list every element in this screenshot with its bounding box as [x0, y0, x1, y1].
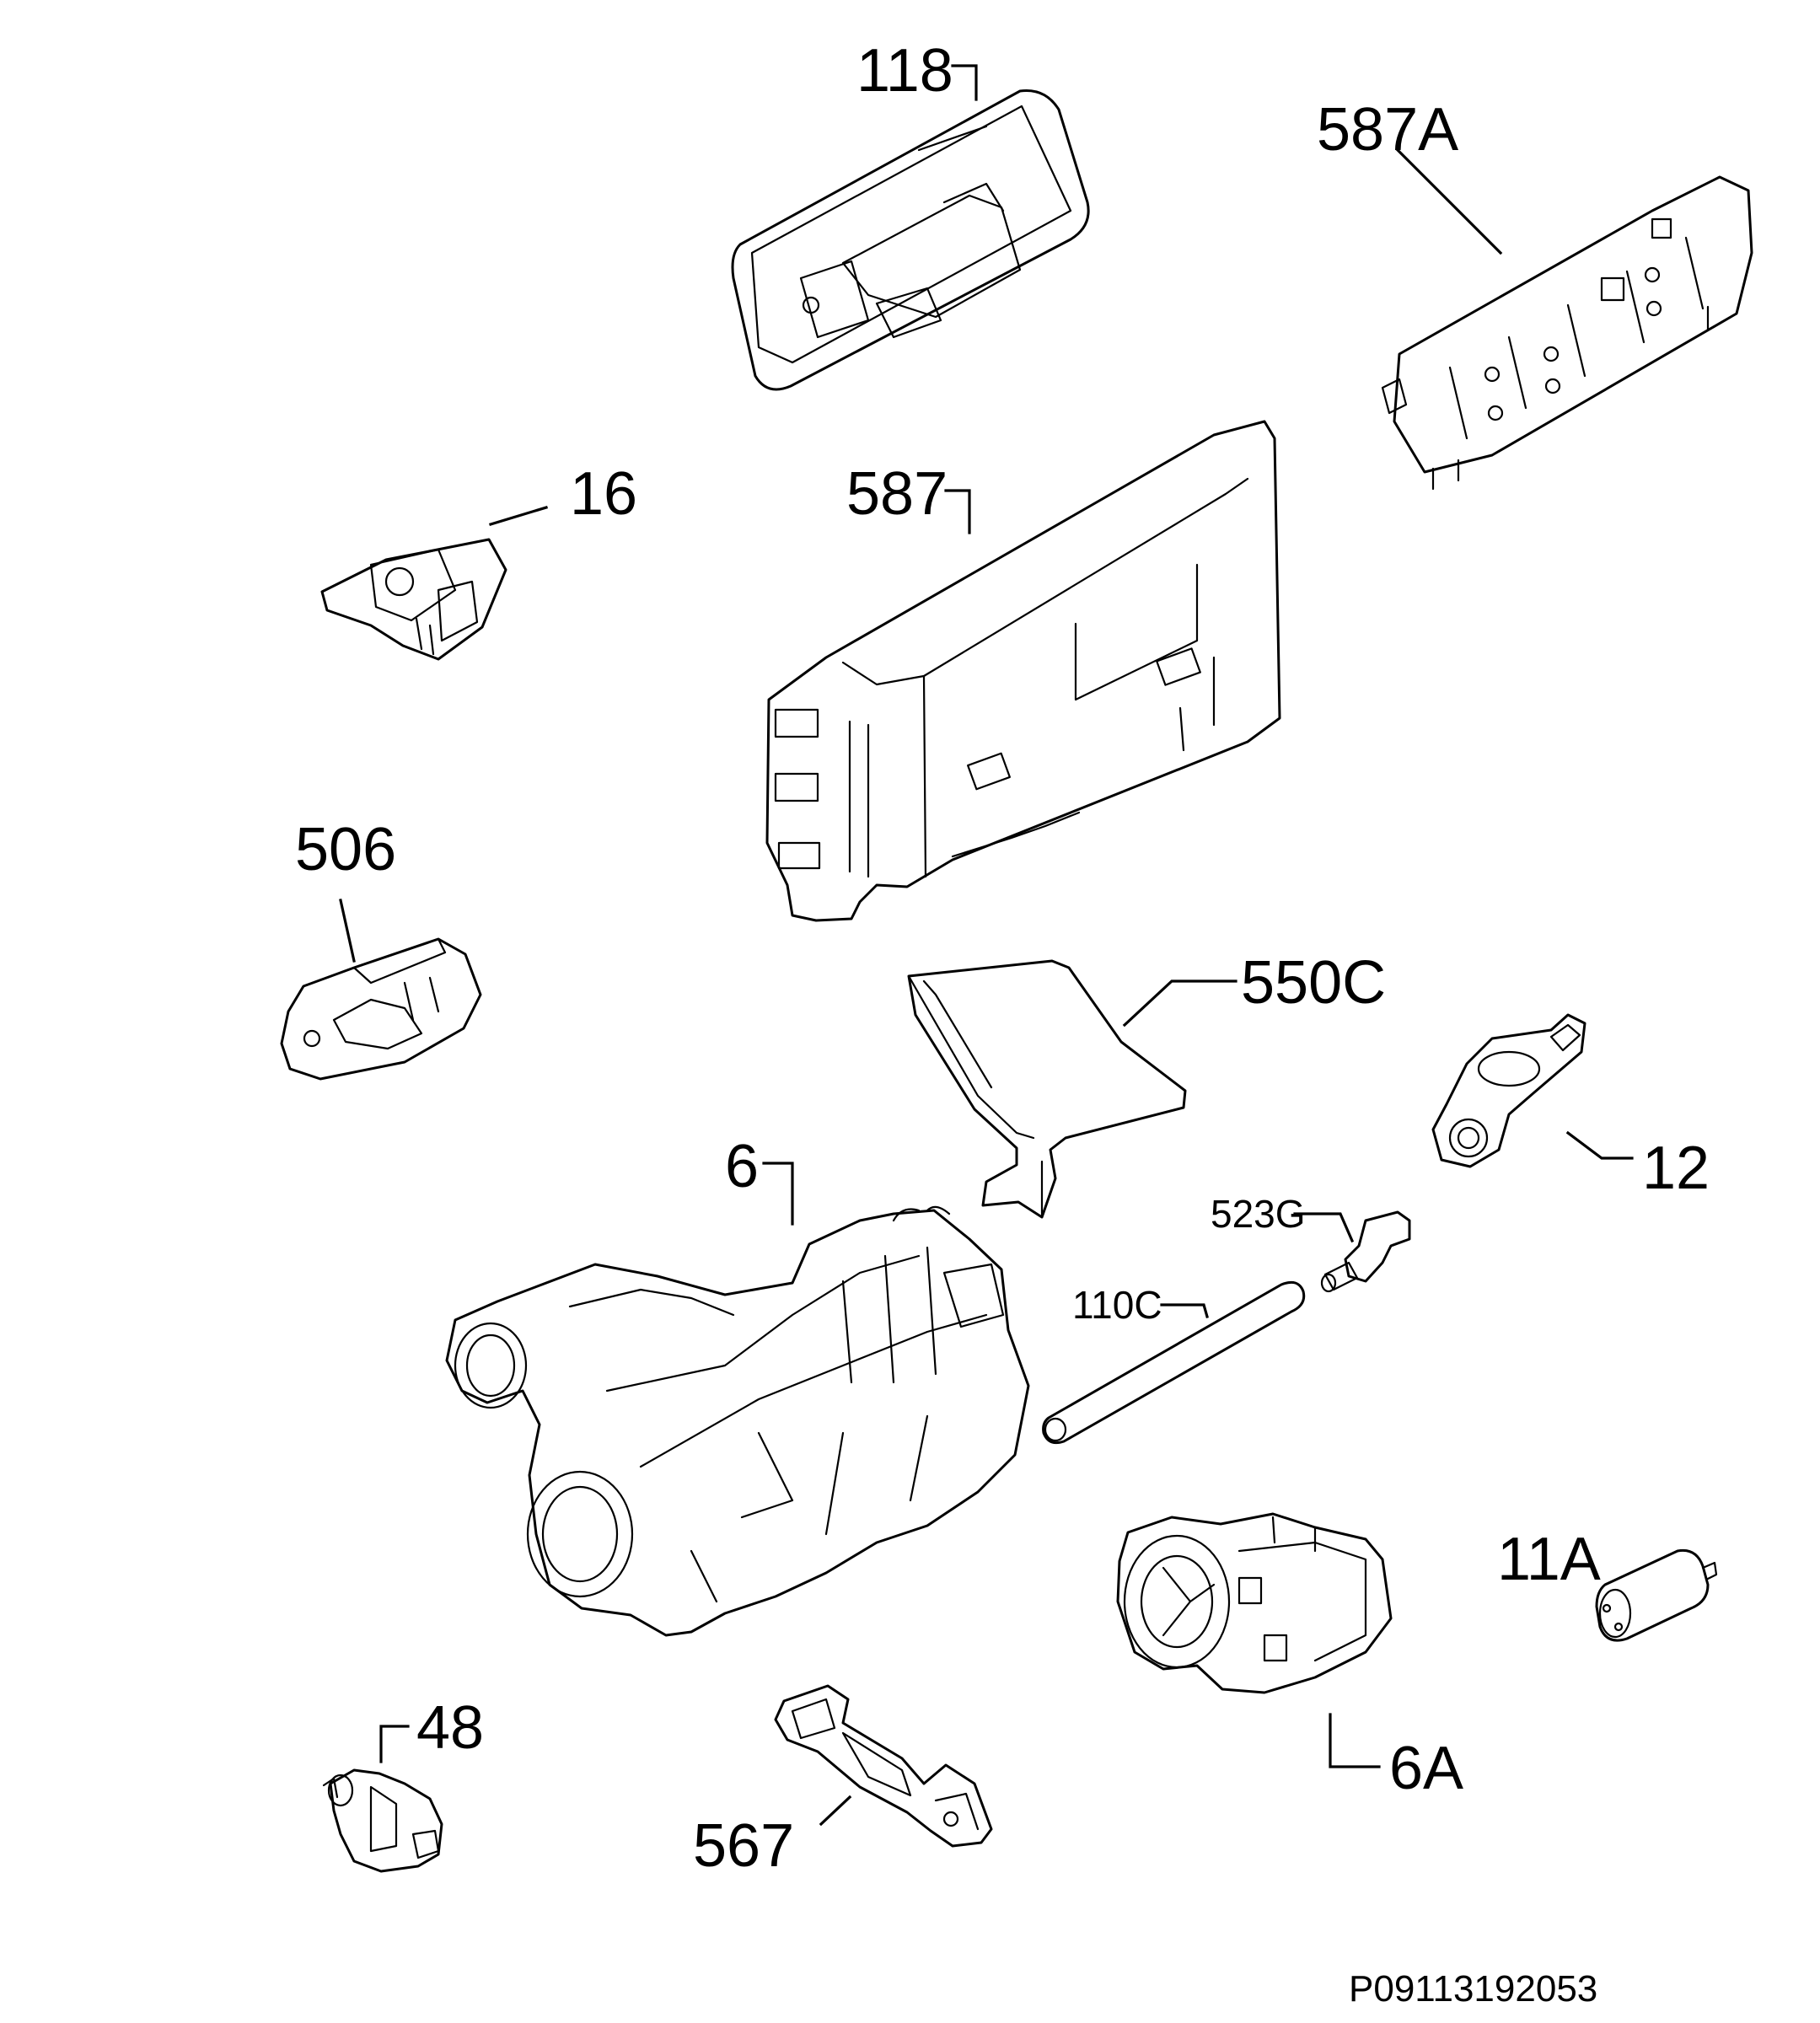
part-110C-hose[interactable]: [1042, 1280, 1306, 1445]
label-550C: 550C: [1241, 949, 1386, 1017]
leader-118: [951, 64, 978, 101]
leader-48: [379, 1725, 410, 1763]
label-48: 48: [416, 1694, 484, 1762]
label-16: 16: [570, 460, 637, 528]
leader-6A: [1329, 1713, 1381, 1768]
label-6A: 6A: [1389, 1735, 1463, 1802]
label-567: 567: [693, 1812, 794, 1880]
leader-550C: [1122, 979, 1237, 1028]
part-523G-connector[interactable]: [1320, 1210, 1411, 1293]
label-523G: 523G: [1211, 1192, 1306, 1236]
part-587-main-module[interactable]: [765, 420, 1281, 922]
leader-587A: [1395, 148, 1503, 255]
label-11A: 11A: [1497, 1526, 1601, 1593]
part-550C-air-duct[interactable]: [907, 959, 1187, 1219]
leader-523G: [1293, 1212, 1355, 1243]
leader-16: [489, 506, 548, 526]
label-110C: 110C: [1072, 1283, 1162, 1327]
part-567-bracket[interactable]: [774, 1684, 993, 1848]
leader-567: [819, 1795, 852, 1827]
label-12: 12: [1642, 1135, 1710, 1202]
part-16-door-switch[interactable]: [320, 538, 507, 661]
leader-12: [1565, 1130, 1634, 1160]
part-118-dispenser[interactable]: [731, 89, 1090, 391]
label-506: 506: [295, 816, 396, 883]
label-118: 118: [856, 37, 953, 105]
part-11A-capacitor[interactable]: [1595, 1548, 1718, 1642]
leader-506: [339, 899, 356, 963]
leader-587: [944, 489, 971, 534]
leader-6: [762, 1162, 794, 1226]
label-587: 587: [846, 460, 948, 528]
label-587A: 587A: [1317, 96, 1458, 164]
part-12-pressure-switch[interactable]: [1431, 1013, 1586, 1168]
part-506-door-lock[interactable]: [280, 937, 482, 1081]
part-587A-control-board[interactable]: [1381, 175, 1753, 491]
leader-110C: [1160, 1303, 1209, 1318]
part-48-thermostat[interactable]: [322, 1768, 443, 1873]
drawing-code: P09113192053: [1349, 1968, 1597, 2010]
part-6-circulation-pump[interactable]: [445, 1205, 1030, 1637]
label-6: 6: [725, 1133, 759, 1200]
part-6A-drain-pump[interactable]: [1116, 1512, 1393, 1694]
